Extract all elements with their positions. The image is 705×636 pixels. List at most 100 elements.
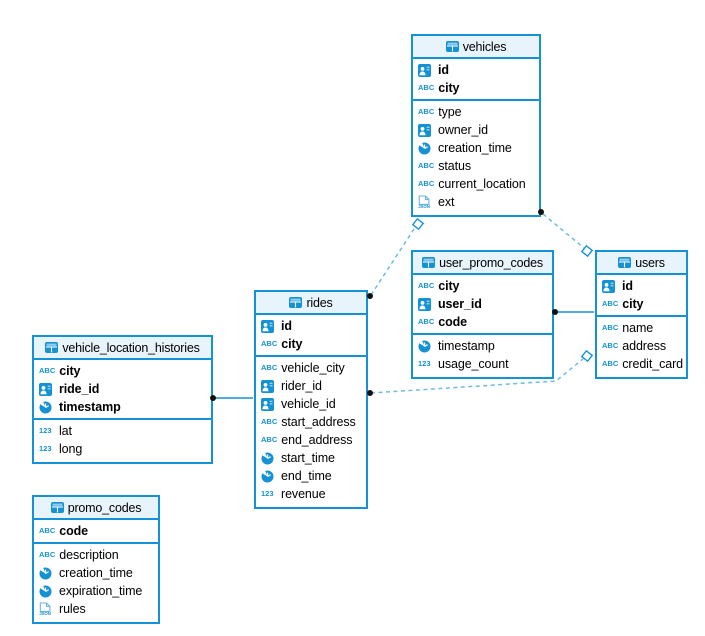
- column-name: ride_id: [59, 382, 100, 396]
- table-header-vehicles[interactable]: vehicles: [413, 36, 539, 59]
- column-promo_codes-creation_time[interactable]: creation_time: [34, 564, 158, 582]
- column-rides-id[interactable]: id: [256, 317, 366, 335]
- text-icon: ABC: [418, 161, 435, 171]
- column-name: user_id: [438, 297, 482, 311]
- column-name: rules: [59, 602, 86, 616]
- table-header-users[interactable]: users: [597, 252, 686, 275]
- table-title: users: [635, 255, 665, 270]
- table-icon: [50, 502, 64, 513]
- table-header-rides[interactable]: rides: [256, 292, 366, 315]
- column-vehicle_location_histories-ride_id[interactable]: ride_id: [34, 380, 211, 398]
- relation-endpoint-diamond: [580, 349, 594, 363]
- column-vehicles-owner_id[interactable]: owner_id: [413, 121, 539, 139]
- column-rides-end_time[interactable]: end_time: [256, 467, 366, 485]
- column-name: id: [281, 319, 292, 333]
- uuid-icon: [418, 297, 434, 311]
- uuid-icon: [261, 319, 277, 333]
- column-name: vehicle_city: [281, 361, 345, 375]
- column-name: description: [59, 548, 119, 562]
- column-user_promo_codes-user_id[interactable]: user_id: [413, 295, 552, 313]
- text-icon: ABC: [261, 363, 278, 373]
- column-name: usage_count: [438, 357, 509, 371]
- relation-line: [370, 228, 415, 296]
- text-icon: ABC: [418, 83, 435, 93]
- column-name: credit_card: [622, 357, 683, 371]
- column-name: ext: [438, 195, 455, 209]
- json-icon: JSON: [39, 602, 55, 616]
- number-icon: 123: [261, 489, 274, 499]
- text-icon: ABC: [418, 317, 435, 327]
- column-name: rider_id: [281, 379, 322, 393]
- table-icon: [289, 297, 303, 308]
- table-header-vehicle_location_histories[interactable]: vehicle_location_histories: [34, 337, 211, 360]
- table-icon: [422, 257, 436, 268]
- column-name: city: [622, 297, 644, 311]
- column-name: end_address: [281, 433, 353, 447]
- column-rides-rider_id[interactable]: rider_id: [256, 377, 366, 395]
- relation-endpoint-diamond: [411, 217, 425, 231]
- column-vehicles-creation_time[interactable]: creation_time: [413, 139, 539, 157]
- text-icon: ABC: [261, 339, 278, 349]
- timestamp-icon: [39, 585, 55, 598]
- table-header-user_promo_codes[interactable]: user_promo_codes: [413, 252, 552, 275]
- column-vehicle_location_histories-timestamp[interactable]: timestamp: [34, 398, 211, 416]
- column-name: city: [59, 364, 81, 378]
- relation-vehicle_location_histories-rides[interactable]: [210, 395, 253, 401]
- column-rides-start_time[interactable]: start_time: [256, 449, 366, 467]
- column-user_promo_codes-timestamp[interactable]: timestamp: [413, 337, 552, 355]
- column-promo_codes-rules[interactable]: JSON rules: [34, 600, 158, 618]
- column-promo_codes-expiration_time[interactable]: expiration_time: [34, 582, 158, 600]
- number-icon: 123: [39, 426, 52, 436]
- table-icon: [445, 41, 459, 52]
- uuid-icon: [261, 379, 277, 393]
- column-users-id[interactable]: id: [597, 277, 686, 295]
- table-icon: [618, 257, 632, 268]
- table-header-promo_codes[interactable]: promo_codes: [34, 497, 158, 520]
- uuid-icon: [261, 397, 277, 411]
- text-icon: ABC: [39, 526, 56, 536]
- svg-text:JSON: JSON: [39, 611, 51, 616]
- column-name: id: [622, 279, 633, 293]
- column-name: status: [438, 159, 471, 173]
- relation-line: [542, 213, 585, 249]
- table-icon: [45, 342, 59, 353]
- text-icon: ABC: [602, 323, 619, 333]
- column-rides-vehicle_id[interactable]: vehicle_id: [256, 395, 366, 413]
- column-vehicles-id[interactable]: id: [413, 61, 539, 79]
- relation-user_promo_codes-users[interactable]: [552, 309, 594, 315]
- column-name: code: [59, 524, 89, 538]
